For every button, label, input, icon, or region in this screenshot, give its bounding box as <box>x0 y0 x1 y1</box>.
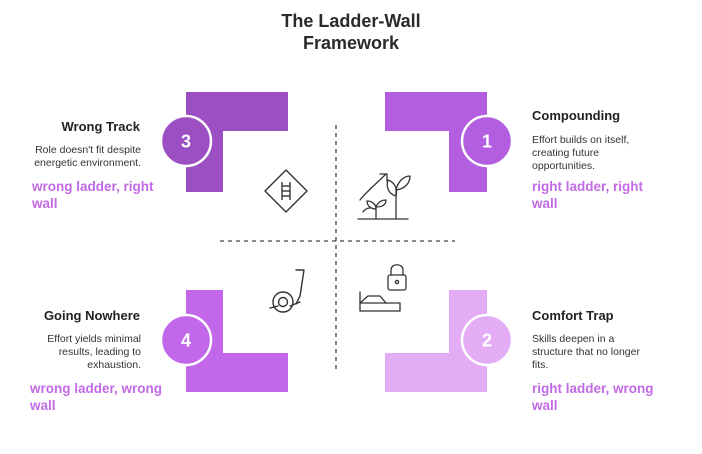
quadrant-1-shape <box>385 92 487 192</box>
quadrant-1-description-line: Effort builds on itself, <box>532 134 630 146</box>
treadmill-icon <box>269 269 305 313</box>
quadrant-3-description: Role doesn't fit despite energetic envir… <box>10 144 141 170</box>
quadrant-2-description: Skills deepen in a structure that no lon… <box>532 333 682 372</box>
quadrant-2-tag-line: wall <box>532 398 558 413</box>
quadrant-1-description-line: opportunities. <box>532 160 596 172</box>
quadrant-4-tag: wrong ladder, wrong wall <box>30 380 190 414</box>
quadrant-2-description-line: fits. <box>532 359 549 371</box>
diagram-title: The Ladder-Wall Framework <box>0 10 702 54</box>
quadrant-3-description-line: energetic environment. <box>34 157 141 169</box>
quadrant-4-badge: 4 <box>159 313 213 367</box>
quadrant-4-description-line: exhaustion. <box>87 359 141 371</box>
quadrant-3-tag-line: wall <box>32 196 58 211</box>
quadrant-1-number: 1 <box>482 132 492 152</box>
quadrant-1-tag: right ladder, right wall <box>532 178 692 212</box>
quadrant-2-badge: 2 <box>460 313 514 367</box>
quadrant-1-title: Compounding <box>532 108 621 123</box>
quadrant-3-badge: 3 <box>159 114 213 168</box>
quadrant-4-shape <box>186 290 288 392</box>
quadrant-4-title: Going Nowhere <box>43 308 140 323</box>
quadrant-4-number: 4 <box>181 331 191 351</box>
quadrant-3-description-line: Role doesn't fit despite <box>35 144 141 156</box>
growing-plant-icon <box>357 173 411 220</box>
title-line-2: Framework <box>302 33 400 53</box>
quadrant-2-shape <box>385 290 487 392</box>
quadrant-2-description-line: Skills deepen in a <box>532 333 615 345</box>
title-line-1: The Ladder-Wall <box>281 11 421 31</box>
quadrant-4-description-line: Effort yields minimal <box>47 333 141 345</box>
quadrant-1-tag-line: wall <box>532 196 558 211</box>
quadrant-4-tag-line: wall <box>30 398 56 413</box>
quadrant-3-title: Wrong Track <box>61 119 140 134</box>
quadrant-1-description: Effort builds on itself, creating future… <box>532 134 682 173</box>
quadrant-2-tag-line: right ladder, wrong <box>532 381 654 396</box>
quadrant-1-tag-line: right ladder, right <box>532 179 644 194</box>
quadrant-2-tag: right ladder, wrong wall <box>532 380 692 414</box>
quadrant-4-tag-line: wrong ladder, wrong <box>30 381 163 396</box>
quadrant-2-description-line: structure that no longer <box>532 346 640 358</box>
quadrant-1-badge: 1 <box>460 114 514 168</box>
quadrant-3-number: 3 <box>181 132 191 152</box>
quadrant-1-description-line: creating future <box>532 147 600 159</box>
railroad-crossing-sign-icon <box>264 169 308 213</box>
quadrant-3-shape <box>186 92 288 192</box>
quadrant-2-title: Comfort Trap <box>532 308 614 323</box>
quadrant-4-description: Effort yields minimal results, leading t… <box>10 333 141 372</box>
quadrant-2-number: 2 <box>482 331 492 351</box>
locked-bed-icon <box>359 264 407 312</box>
quadrant-3-tag: wrong ladder, right wall <box>32 178 182 212</box>
quadrant-3-tag-line: wrong ladder, right <box>32 179 154 194</box>
quadrant-4-description-line: results, leading to <box>58 346 141 358</box>
